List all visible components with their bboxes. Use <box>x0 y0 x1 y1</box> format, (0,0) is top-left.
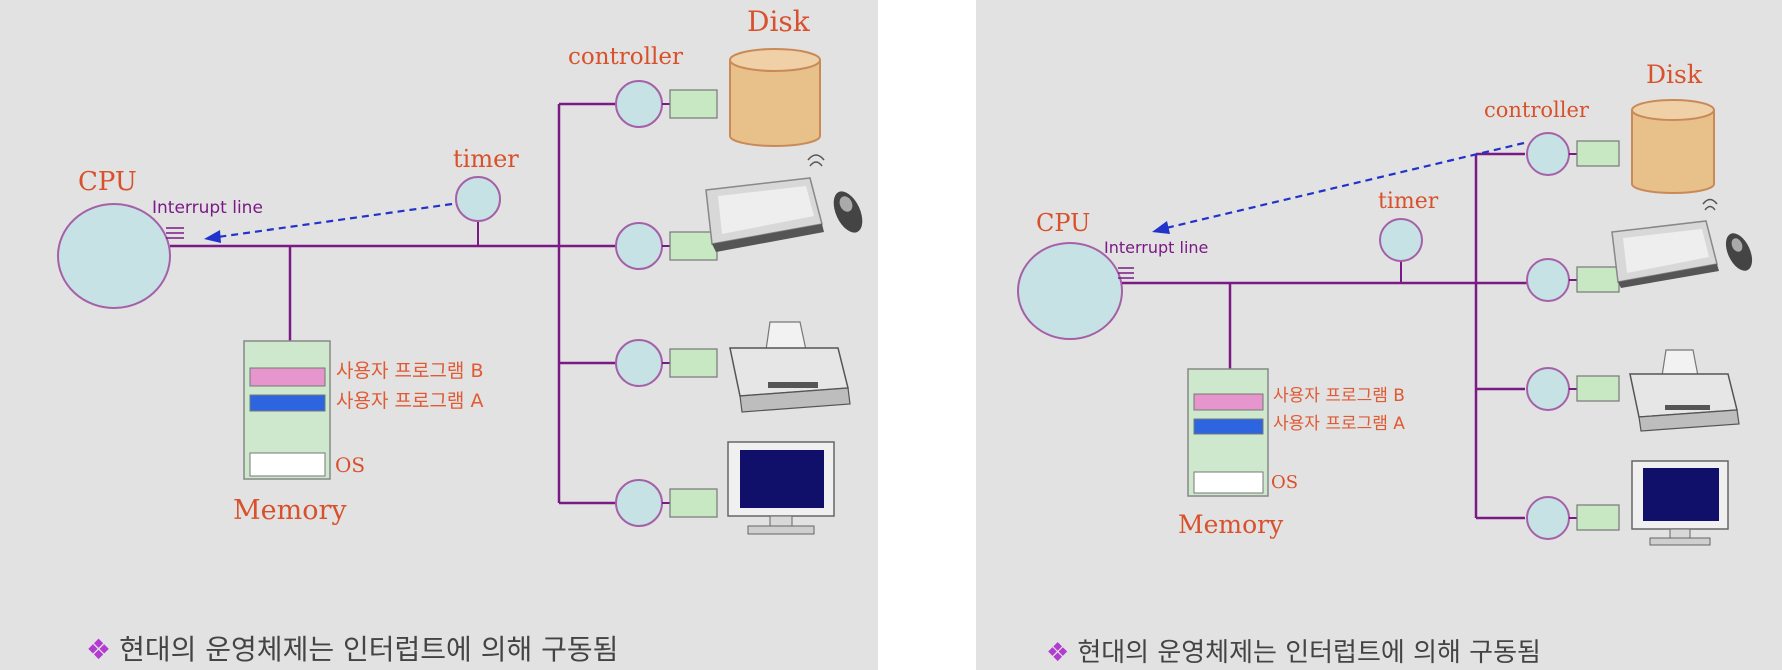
mouse-icon <box>807 154 863 233</box>
printer-icon <box>1629 349 1740 432</box>
memory-block <box>1187 368 1269 497</box>
timer-label: timer <box>453 145 519 173</box>
program-b-block <box>249 367 326 387</box>
mouse-icon <box>1702 198 1753 271</box>
cpu-label: CPU <box>1036 209 1091 237</box>
caption-bullet-icon: ❖ <box>86 633 112 666</box>
os-label: OS <box>1271 472 1299 493</box>
disk-icon <box>729 48 821 147</box>
controller-monitor <box>1526 496 1620 540</box>
caption-bullet-icon: ❖ <box>1046 638 1070 668</box>
program-a-block <box>249 394 326 412</box>
cpu-circle <box>57 203 171 309</box>
program-a-label: 사용자 프로그램 A <box>1273 414 1405 434</box>
controller-keyboard <box>1526 258 1620 302</box>
memory-block <box>243 340 331 480</box>
controller-printer <box>615 339 718 387</box>
controller-label: controller <box>568 44 683 70</box>
controller-printer <box>1526 367 1620 411</box>
timer-circle <box>455 176 501 222</box>
timer-label: timer <box>1378 189 1439 214</box>
controller-disk <box>615 80 718 128</box>
program-b-label: 사용자 프로그램 B <box>1273 386 1405 406</box>
slide-left: CPU Interrupt line timer controller Disk… <box>0 0 878 670</box>
interrupt-line-label: Interrupt line <box>1104 238 1209 257</box>
diagram-right <box>1017 99 1753 546</box>
interrupt-line-label: Interrupt line <box>152 198 263 218</box>
os-block <box>249 452 326 477</box>
program-a-label: 사용자 프로그램 A <box>336 390 484 412</box>
slide-right: CPU Interrupt line timer controller Disk… <box>976 0 1782 670</box>
interrupt-arrow <box>217 202 453 239</box>
program-b-block <box>1193 393 1264 411</box>
memory-label: Memory <box>233 495 347 526</box>
cpu-circle <box>1017 242 1123 340</box>
disk-icon <box>1631 99 1715 194</box>
program-a-block <box>1193 418 1264 435</box>
monitor-icon <box>1631 460 1729 546</box>
disk-label: Disk <box>1646 60 1703 89</box>
os-label: OS <box>335 453 366 477</box>
program-b-label: 사용자 프로그램 B <box>336 360 484 382</box>
os-block <box>1193 471 1264 494</box>
memory-label: Memory <box>1178 510 1284 539</box>
controller-label: controller <box>1484 98 1589 122</box>
keyboard-icon <box>1611 220 1719 288</box>
printer-icon <box>729 321 851 413</box>
caption-text: 현대의 운영체제는 인터럽트에 의해 구동됨 <box>119 633 619 666</box>
caption: ❖현대의 운영체제는 인터럽트에 의해 구동됨 <box>86 628 618 668</box>
controller-monitor <box>615 479 718 527</box>
disk-label: Disk <box>747 5 810 38</box>
monitor-icon <box>727 441 835 535</box>
cpu-label: CPU <box>78 167 137 197</box>
caption-text: 현대의 운영체제는 인터럽트에 의해 구동됨 <box>1077 638 1541 668</box>
keyboard-icon <box>705 177 824 252</box>
timer-circle <box>1379 218 1423 262</box>
caption: ❖현대의 운영체제는 인터럽트에 의해 구동됨 <box>1046 632 1541 669</box>
interrupt-arrow <box>1165 141 1525 230</box>
controller-disk <box>1526 132 1620 176</box>
diagram-left <box>57 48 863 535</box>
controller-keyboard <box>615 222 718 270</box>
